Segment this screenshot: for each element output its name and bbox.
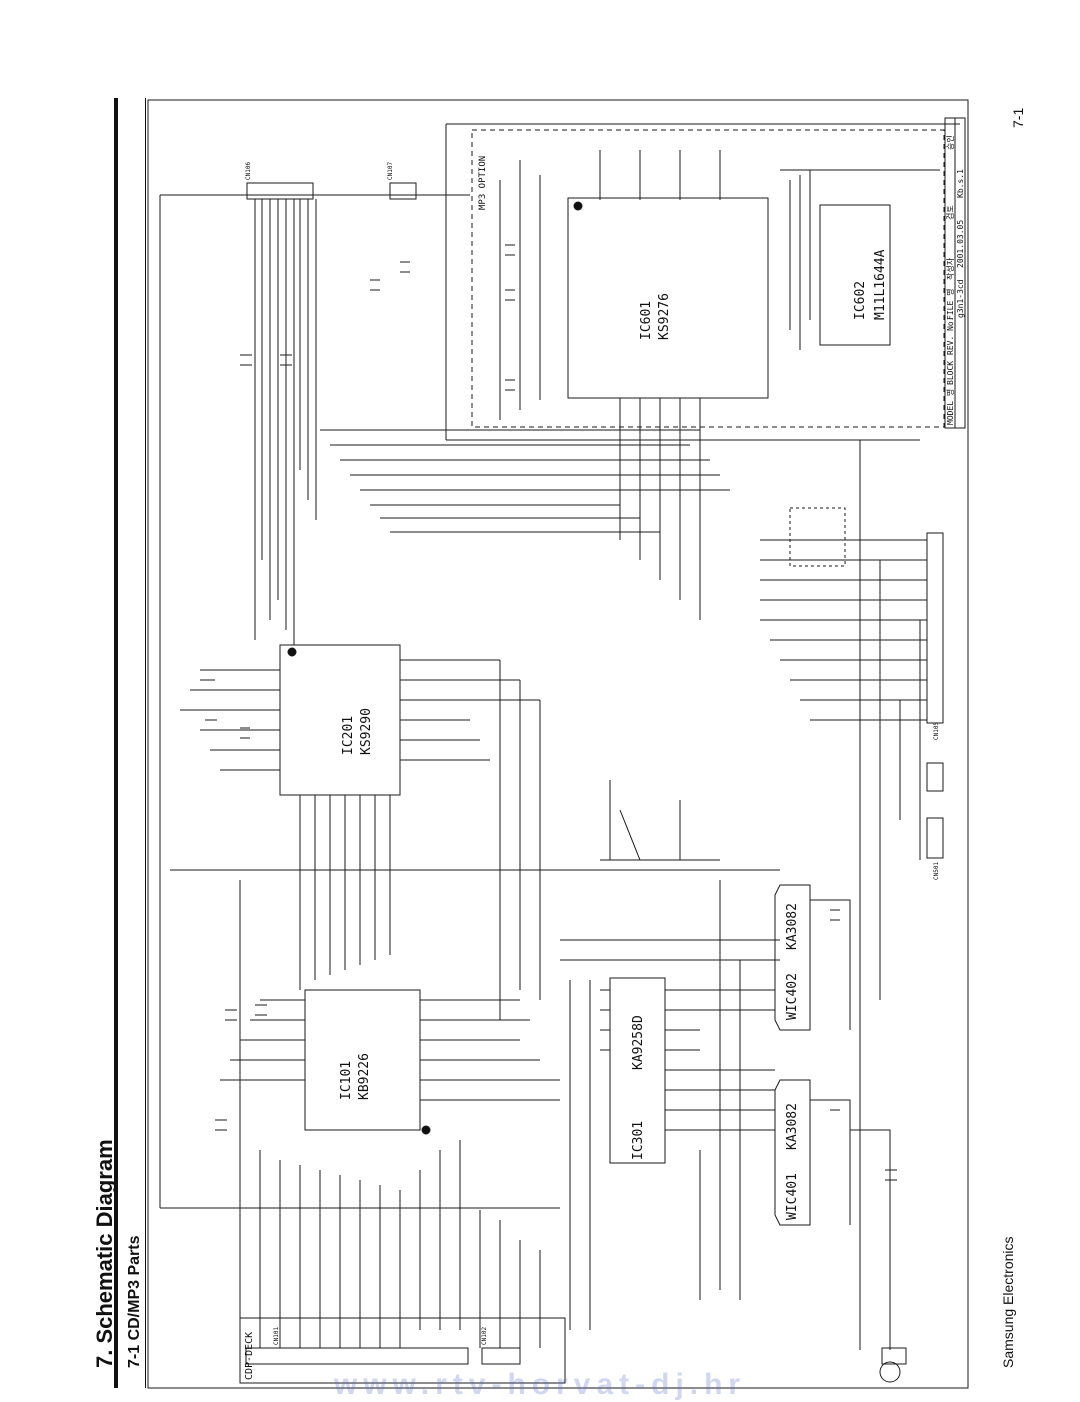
ic601-part: KS9276 bbox=[657, 293, 672, 340]
wic401-part: KA3082 bbox=[785, 1103, 800, 1150]
connector-cn101: CN101 bbox=[273, 1327, 280, 1345]
title-block-block: BLOCK bbox=[946, 361, 955, 385]
ic601-ref: IC601 bbox=[639, 301, 654, 340]
title-rule-outer bbox=[114, 98, 118, 1388]
connector-cn107: CN107 bbox=[387, 162, 394, 180]
ic602-part: M11L1644A bbox=[873, 249, 888, 320]
title-block-revision: Kb.s.1 bbox=[956, 169, 965, 198]
title-block-file: FILE 명 bbox=[945, 289, 955, 320]
title-block-approve: 승인 bbox=[945, 135, 955, 150]
ic201-part: KS9290 bbox=[359, 708, 374, 755]
title-block-model: MODEL 명 bbox=[945, 389, 955, 425]
ic201-body bbox=[279, 644, 401, 796]
title-block-review: 검토 bbox=[945, 205, 955, 220]
connector-cn102: CN102 bbox=[481, 1327, 488, 1345]
title-block-date: 2001.03.05 bbox=[956, 220, 965, 268]
title-block-rev: REV. No. bbox=[946, 316, 955, 355]
ic601-body bbox=[567, 197, 769, 399]
title-rule-inner bbox=[145, 98, 146, 1388]
watermark-text: www.rtv-horvat-dj.hr bbox=[333, 1368, 747, 1401]
title-block-author: 작성자 bbox=[945, 257, 955, 280]
ic602-ref: IC602 bbox=[853, 281, 868, 320]
cdp-deck-label: CDP-DECK bbox=[244, 1332, 255, 1380]
ic101-part: KB9226 bbox=[357, 1053, 372, 1100]
ic301-part: KA9258D bbox=[631, 1015, 646, 1070]
schematic-frame bbox=[147, 99, 969, 1389]
ic101-ref: IC101 bbox=[339, 1061, 354, 1100]
ic201-ref: IC201 bbox=[341, 716, 356, 755]
ic301-ref: IC301 bbox=[631, 1121, 646, 1160]
ic602-body bbox=[819, 204, 891, 346]
connector-cn501: CN501 bbox=[933, 862, 940, 880]
mp3-option-label: MP3 OPTION bbox=[478, 156, 488, 210]
wic402-body bbox=[774, 884, 811, 1031]
connector-cn105: CN105 bbox=[933, 722, 940, 740]
mp3-usb-box bbox=[789, 507, 846, 567]
wic401-ref: WIC401 bbox=[785, 1173, 800, 1220]
wic402-ref: WIC402 bbox=[785, 973, 800, 1020]
title-block-filename: g3n1-3cd bbox=[956, 279, 965, 318]
mp3-option-box bbox=[471, 129, 945, 428]
connector-cn106: CN106 bbox=[245, 162, 252, 180]
cdp-deck-box bbox=[239, 1317, 566, 1384]
wic402-part: KA3082 bbox=[785, 903, 800, 950]
